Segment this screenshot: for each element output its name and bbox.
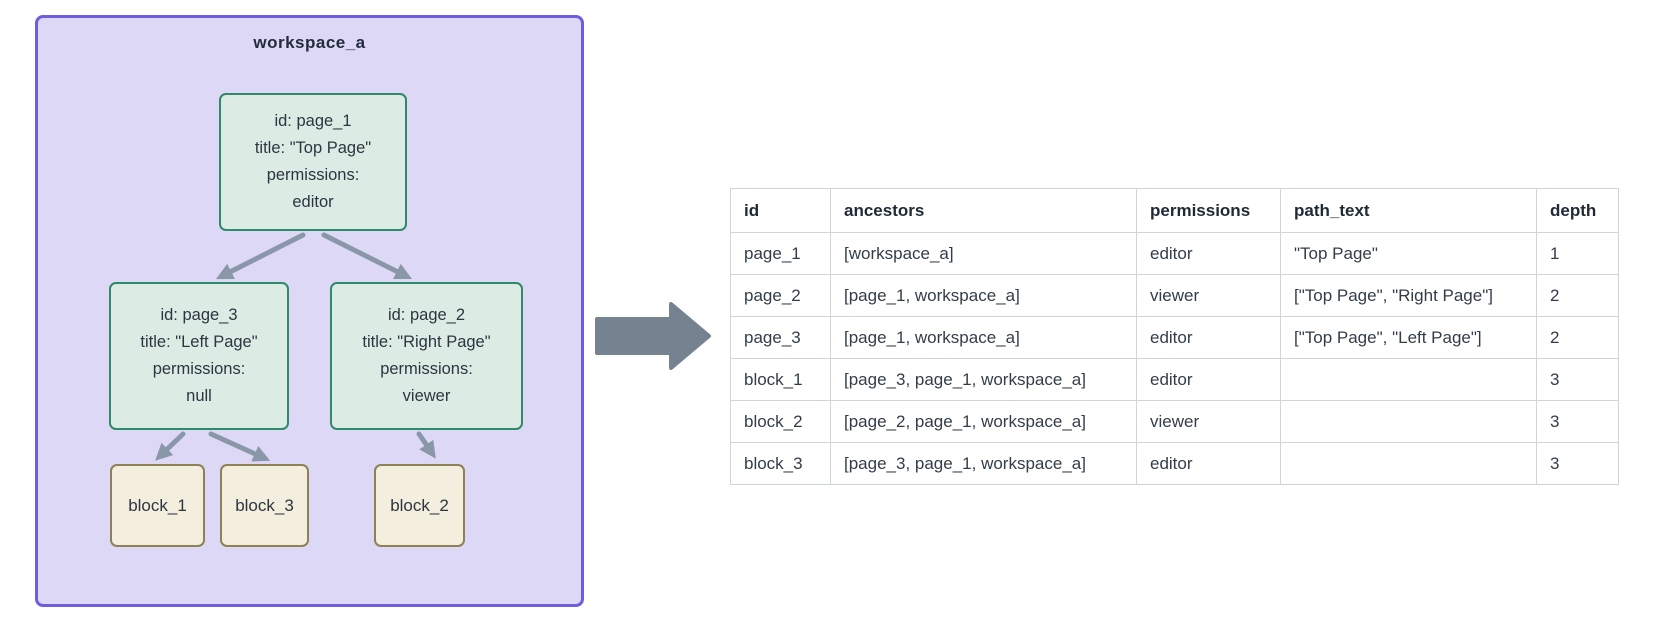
cell-id: block_2 [730,400,831,443]
table-row-page-2: page_2 [page_1, workspace_a] viewer ["To… [730,274,1619,317]
cell-permissions: editor [1136,232,1281,275]
node-permissions-label: permissions: [380,360,473,378]
cell-permissions: viewer [1136,400,1281,443]
column-header-permissions: permissions [1136,188,1281,233]
node-page-2: id: page_2 title: "Right Page" permissio… [330,282,523,430]
column-header-depth: depth [1536,188,1619,233]
column-header-id: id [730,188,831,233]
node-block-1: block_1 [110,464,205,547]
block-label: block_2 [390,495,449,515]
node-id-line: id: page_3 [160,306,238,324]
cell-depth: 2 [1536,274,1619,317]
cell-path-text: "Top Page" [1280,232,1537,275]
table-row-block-3: block_3 [page_3, page_1, workspace_a] ed… [730,442,1619,485]
cell-path-text [1280,442,1537,485]
block-label: block_3 [235,495,294,515]
table-row-block-1: block_1 [page_3, page_1, workspace_a] ed… [730,358,1619,401]
node-permissions-value: viewer [402,387,451,405]
cell-depth: 3 [1536,442,1619,485]
cell-path-text [1280,400,1537,443]
node-permissions-label: permissions: [152,360,246,378]
cell-depth: 2 [1536,316,1619,359]
cell-permissions: editor [1136,358,1281,401]
workspace-title: workspace_a [253,33,366,52]
node-block-2: block_2 [374,464,465,547]
block-label: block_1 [128,495,187,515]
node-block-3: block_3 [220,464,309,547]
cell-id: block_1 [730,358,831,401]
cell-ancestors: [page_1, workspace_a] [830,316,1137,359]
cell-ancestors: [page_3, page_1, workspace_a] [830,442,1137,485]
node-id-line: id: page_2 [387,306,466,324]
cell-permissions: editor [1136,316,1281,359]
cell-id: page_1 [730,232,831,275]
node-permissions-label: permissions: [266,166,360,184]
cell-ancestors: [page_3, page_1, workspace_a] [830,358,1137,401]
table-row-page-3: page_3 [page_1, workspace_a] editor ["To… [730,316,1619,359]
table-row-block-2: block_2 [page_2, page_1, workspace_a] vi… [730,400,1619,443]
cell-id: page_3 [730,316,831,359]
cell-depth: 3 [1536,358,1619,401]
node-title-line: title: "Right Page" [362,333,491,351]
cell-depth: 1 [1536,232,1619,275]
cell-id: page_2 [730,274,831,317]
node-title-line: title: "Left Page" [140,333,258,351]
node-permissions-value: null [186,387,212,405]
node-title-line: title: "Top Page" [254,139,372,157]
node-permissions-value: editor [292,193,334,211]
cell-ancestors: [workspace_a] [830,232,1137,275]
cell-path-text: ["Top Page", "Left Page"] [1280,316,1537,359]
cell-ancestors: [page_2, page_1, workspace_a] [830,400,1137,443]
cell-ancestors: [page_1, workspace_a] [830,274,1137,317]
column-header-ancestors: ancestors [830,188,1137,233]
node-id-line: id: page_1 [274,112,352,130]
cell-depth: 3 [1536,400,1619,443]
cell-path-text: ["Top Page", "Right Page"] [1280,274,1537,317]
cell-path-text [1280,358,1537,401]
table-row-page-1: page_1 [workspace_a] editor "Top Page" 1 [730,232,1619,275]
cell-permissions: editor [1136,442,1281,485]
table-header-row: id ancestors permissions path_text depth [730,188,1619,233]
column-header-path-text: path_text [1280,188,1537,233]
node-page-3: id: page_3 title: "Left Page" permission… [109,282,289,430]
result-table: id ancestors permissions path_text depth… [730,188,1619,485]
cell-permissions: viewer [1136,274,1281,317]
cell-id: block_3 [730,442,831,485]
node-page-1: id: page_1 title: "Top Page" permissions… [219,93,407,231]
